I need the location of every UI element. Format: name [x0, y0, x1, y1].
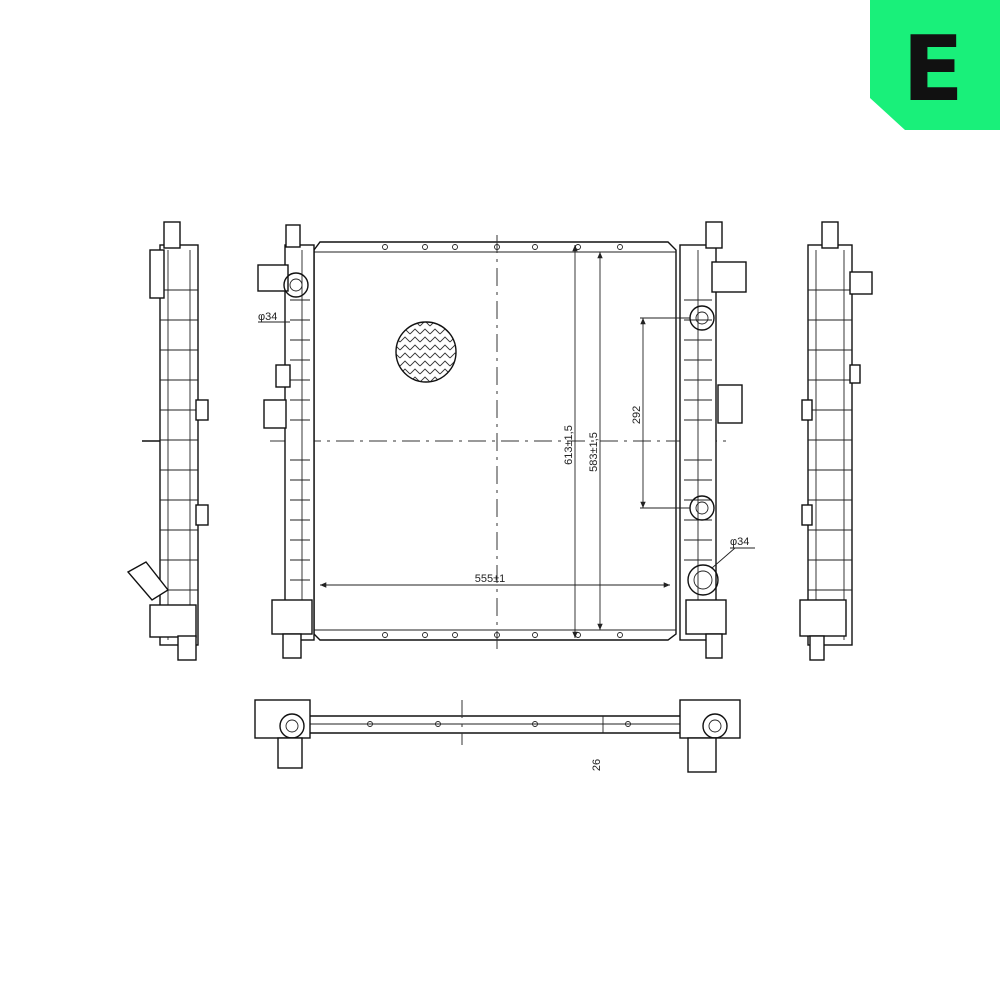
brand-logo-letter: E — [902, 17, 963, 122]
width-label: 555±1 — [475, 573, 506, 585]
port-spacing-label: 292 — [631, 406, 643, 424]
port-diameter-right-label: φ34 — [730, 536, 749, 548]
port-diameter-left-label: φ34 — [258, 311, 277, 323]
fin-detail-circle — [395, 321, 457, 383]
height-total-label: 613±1,5 — [563, 425, 575, 465]
brand-logo: E — [870, 0, 1000, 130]
dimension-port-diameter-right: φ34 — [711, 536, 755, 569]
core-bottom-rivets — [382, 632, 623, 638]
dimension-port-diameter-left: φ34 — [258, 311, 290, 323]
left-tank — [257, 224, 315, 659]
dimension-width: 555±1 — [320, 573, 670, 588]
dimension-height-total: 613±1,5 — [563, 245, 578, 638]
core-top-rivets — [382, 244, 623, 250]
right-tank — [679, 221, 747, 659]
left-side-view — [126, 221, 209, 661]
height-core-label: 583±1,5 — [588, 432, 600, 472]
dimension-height-core: 583±1,5 — [588, 252, 603, 630]
top-view: 26 — [254, 699, 741, 773]
front-view: 555±1 613±1,5 583±1,5 292 φ34 φ34 — [257, 221, 755, 659]
right-side-view — [799, 221, 873, 661]
depth-label: 26 — [591, 759, 603, 771]
dimension-depth: 26 — [591, 716, 604, 771]
core-frame — [313, 241, 677, 641]
dimension-port-spacing: 292 — [631, 317, 690, 509]
